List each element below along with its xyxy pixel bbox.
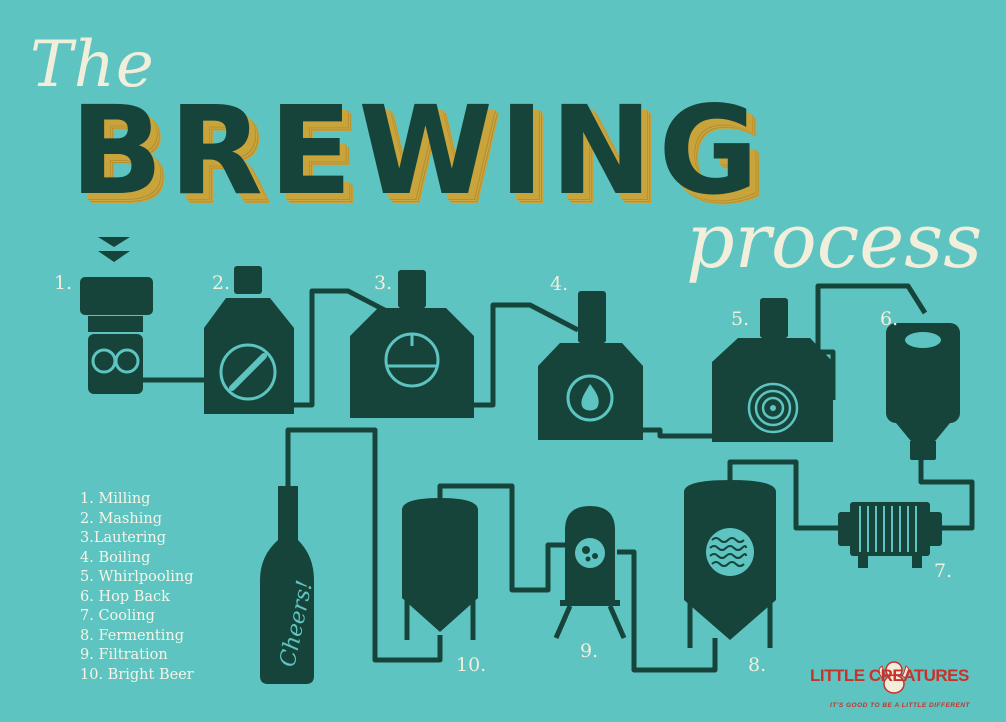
pipe-3-4 xyxy=(474,302,580,408)
machine-boiling xyxy=(538,291,643,440)
brand-name: LITTLE CREATURES xyxy=(810,666,969,685)
title-process: process xyxy=(686,196,983,285)
machine-milling xyxy=(80,237,153,394)
machine-filtration xyxy=(553,506,627,640)
pipe-5-6 xyxy=(815,283,928,400)
legend-item: 4. Boiling xyxy=(80,549,151,566)
machine-bright-beer xyxy=(402,498,478,640)
beer-bottle: Cheers! xyxy=(260,486,318,684)
title-brewing: BREWING xyxy=(70,80,765,222)
step-number-1: 1. xyxy=(54,272,73,294)
legend-item: 2. Mashing xyxy=(80,510,162,527)
step-number-3: 3. xyxy=(374,272,393,294)
machine-fermenting xyxy=(684,480,776,648)
step-number-7: 7. xyxy=(934,560,953,582)
machine-cooling xyxy=(838,502,942,568)
legend-item: 5. Whirlpooling xyxy=(80,569,194,585)
pipe-10-bottle xyxy=(285,427,443,663)
step-number-8: 8. xyxy=(748,654,767,676)
pipe-8-9 xyxy=(617,549,718,673)
step-number-2: 2. xyxy=(212,272,231,294)
legend-item: 7. Cooling xyxy=(80,608,155,624)
step-number-4: 4. xyxy=(550,273,569,295)
legend-item: 8. Fermenting xyxy=(80,627,184,644)
pipe-2-3 xyxy=(294,288,402,408)
step-number-6: 6. xyxy=(880,308,899,330)
title-the: The xyxy=(30,28,155,102)
step-number-9: 9. xyxy=(580,640,599,662)
pipes xyxy=(140,283,975,673)
legend-item: 1. Milling xyxy=(80,491,151,507)
brand-logo: LITTLE CREATURES IT'S GOOD TO BE A LITTL… xyxy=(808,656,998,716)
machine-mashing xyxy=(204,266,294,414)
legend-item: 9. Filtration xyxy=(80,647,168,663)
pipe-7-8 xyxy=(727,459,842,531)
legend-item: 10. Bright Beer xyxy=(80,666,194,683)
pipe-6-7 xyxy=(918,460,975,531)
step-number-5: 5. xyxy=(731,308,750,330)
pipe-4-5 xyxy=(643,427,712,439)
steps-legend: 1. Milling 2. Mashing 3.Lautering 4. Boi… xyxy=(80,490,194,685)
machine-lautering xyxy=(350,270,474,418)
legend-item: 3.Lautering xyxy=(80,530,167,546)
machine-whirlpooling xyxy=(712,298,833,442)
machine-hop-back xyxy=(886,323,960,460)
cherub-icon xyxy=(878,661,910,694)
pipe-9-10 xyxy=(437,483,565,593)
legend-item: 6. Hop Back xyxy=(80,588,170,605)
step-number-10: 10. xyxy=(456,654,487,676)
brand-tagline: IT'S GOOD TO BE A LITTLE DIFFERENT xyxy=(830,702,970,709)
